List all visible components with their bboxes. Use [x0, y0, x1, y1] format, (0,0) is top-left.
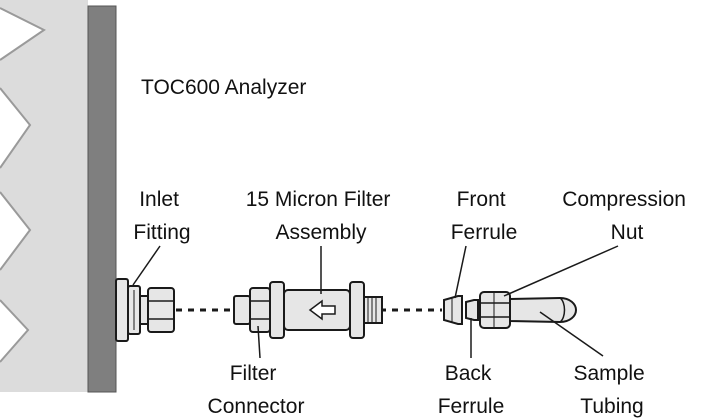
label-line: Fitting	[133, 221, 190, 244]
inlet-fitting	[115, 278, 175, 342]
analyzer-wall	[0, 0, 88, 392]
label-filter-assembly: 15 Micron Filter Assembly	[246, 188, 397, 244]
label-line: Sample	[573, 362, 644, 385]
filter-connector	[233, 287, 271, 333]
label-line: Compression	[562, 188, 686, 211]
label-front-ferrule: Front Ferrule	[451, 188, 518, 244]
label-line: Back	[445, 362, 492, 385]
leader-lines	[132, 245, 619, 359]
label-filter-connector: Filter Connector	[208, 362, 305, 418]
analyzer-title: TOC600 Analyzer	[141, 76, 306, 99]
wall-edge	[0, 7, 46, 363]
label-line: 15 Micron Filter	[246, 188, 391, 211]
label-line: Filter	[230, 362, 277, 385]
label-inlet-fitting: Inlet Fitting	[133, 188, 190, 244]
label-back-ferrule: Back Ferrule	[438, 362, 505, 418]
label-line: Connector	[208, 395, 305, 418]
analyzer-panel	[87, 5, 117, 393]
label-compression-nut: Compression Nut	[562, 188, 692, 244]
label-line: Nut	[611, 221, 644, 244]
flow-arrow-icon	[308, 299, 336, 321]
front-ferrule	[443, 295, 463, 325]
sample-tubing	[509, 296, 578, 324]
label-sample-tubing: Sample Tubing	[573, 362, 650, 418]
label-line: Ferrule	[438, 395, 505, 418]
label-line: Tubing	[580, 395, 643, 418]
compression-nut	[479, 291, 511, 329]
label-line: Front	[457, 188, 506, 211]
label-line: Inlet	[139, 188, 179, 211]
label-line: Assembly	[275, 221, 367, 244]
label-line: Ferrule	[451, 221, 518, 244]
back-ferrule	[465, 299, 479, 321]
